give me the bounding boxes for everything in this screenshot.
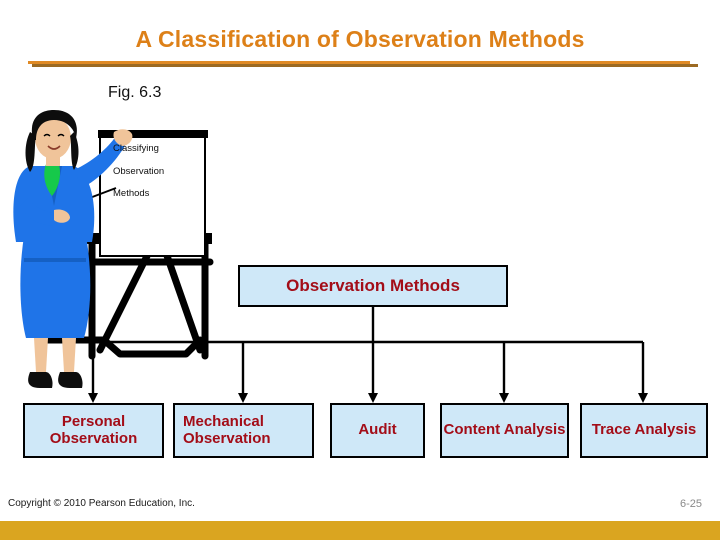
figure-label: Fig. 6.3 [108, 84, 162, 101]
node-mechanical-observation[interactable]: Mechanical Observation [173, 403, 314, 458]
node-trace-analysis[interactable]: Trace Analysis [580, 403, 708, 458]
node-content-analysis[interactable]: Content Analysis [440, 403, 569, 458]
node-personal-observation[interactable]: Personal Observation [23, 403, 164, 458]
flipchart-line-3: Methods [113, 188, 150, 199]
flipchart-line-1: Classifying [113, 143, 159, 154]
footer-copyright: Copyright © 2010 Pearson Education, Inc. [8, 498, 195, 509]
bottom-accent-bar [0, 521, 720, 540]
page-title: A Classification of Observation Methods [135, 26, 585, 52]
title-divider [28, 61, 690, 64]
footer-page-number: 6-25 [679, 498, 702, 510]
title-divider-shadow [32, 64, 698, 67]
presenter-flipchart-clipart [0, 110, 250, 400]
flipchart-line-2: Observation [113, 166, 165, 177]
node-observation-methods[interactable]: Observation Methods [238, 265, 508, 307]
node-audit[interactable]: Audit [330, 403, 425, 458]
